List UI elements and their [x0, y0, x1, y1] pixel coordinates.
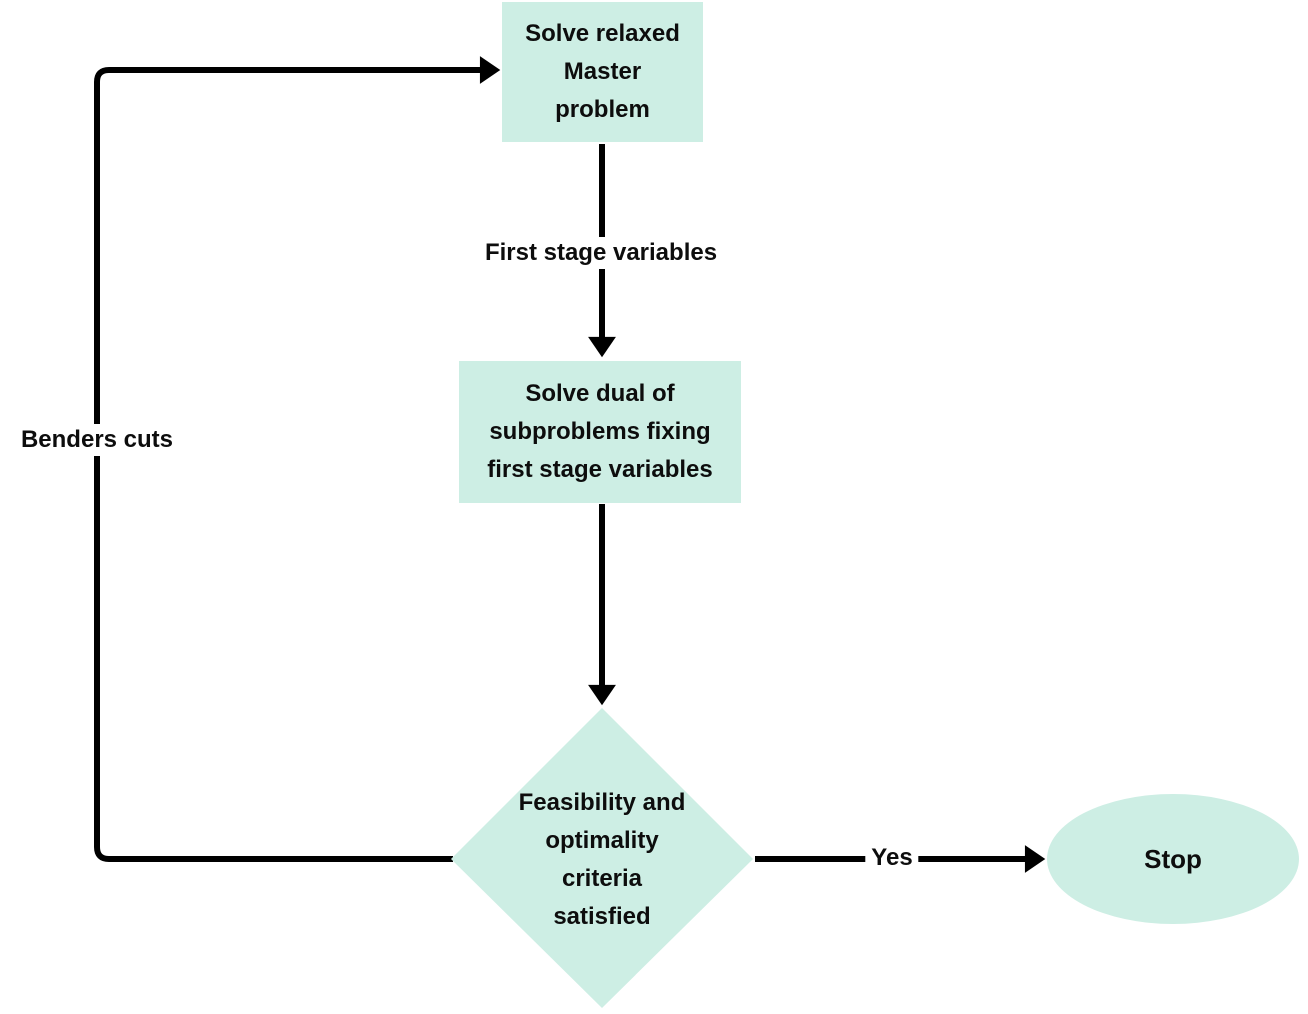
node-stop: Stop: [1047, 794, 1299, 924]
decision-diamond-shape: [451, 708, 753, 1008]
edge-benders-loop: [94, 56, 501, 862]
edge-label-first-stage-variables: First stage variables: [476, 237, 726, 269]
stop-ellipse-shape: [1047, 794, 1299, 924]
node-master-problem: Solve relaxed Master problem: [502, 2, 703, 142]
node-stop-label: Stop: [1144, 844, 1202, 874]
node-decision: Feasibility and optimality criteria sati…: [452, 760, 752, 960]
edge-label-benders-cuts: Benders cuts: [12, 424, 182, 456]
node-subproblem: Solve dual of subproblems fixing first s…: [459, 361, 741, 503]
node-subproblem-label: Solve dual of subproblems fixing first s…: [487, 380, 713, 483]
node-decision-label: Feasibility and optimality criteria sati…: [518, 789, 686, 930]
edge-label-yes: Yes: [865, 842, 919, 874]
node-master-problem-label: Solve relaxed Master problem: [525, 20, 680, 123]
